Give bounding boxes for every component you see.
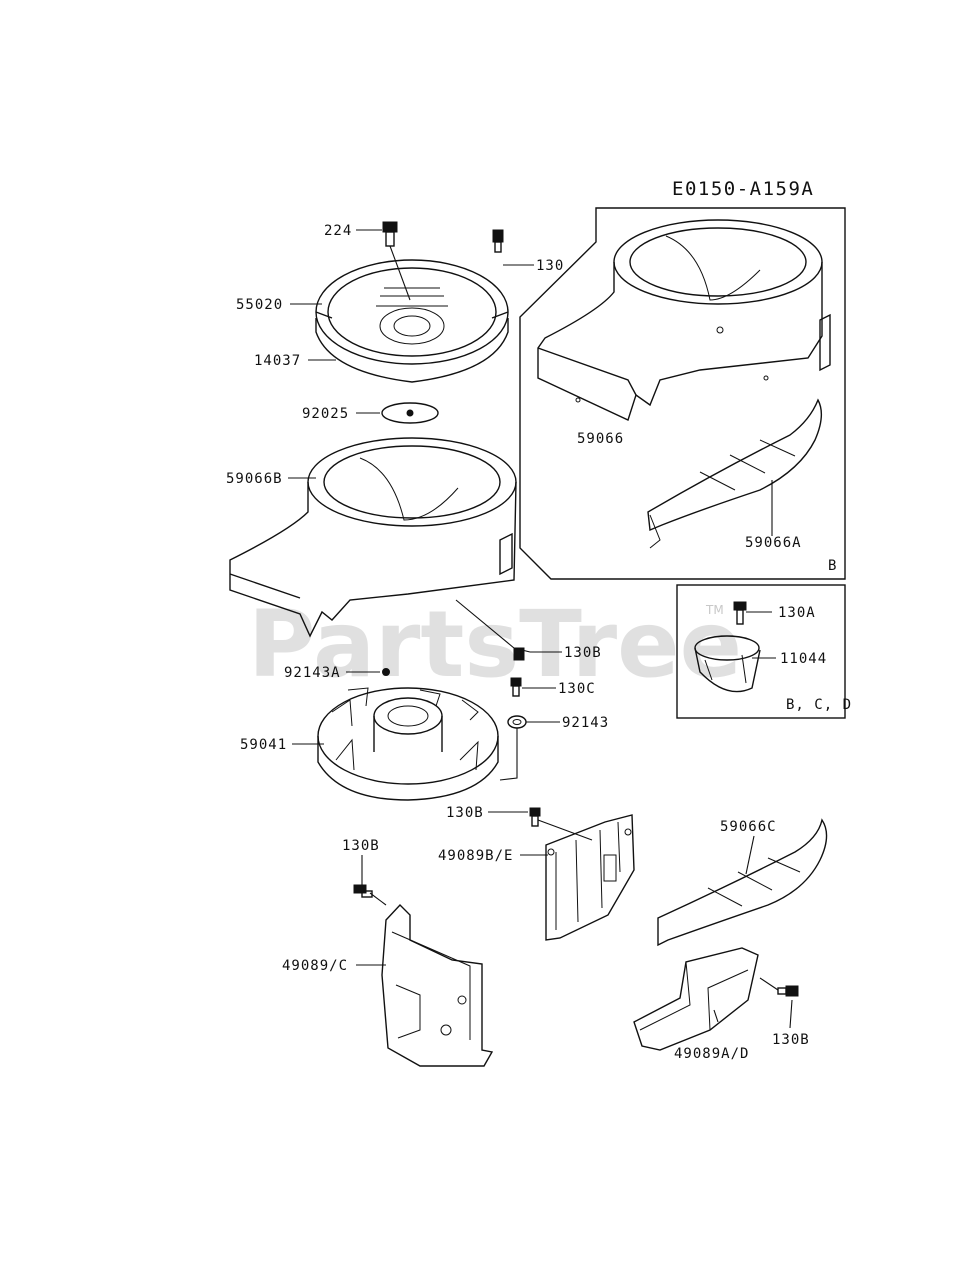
- label-130b-bracket: 130B: [446, 805, 484, 821]
- leader-lines: [288, 229, 793, 1029]
- part-labels: 224 130 55020 14037 92025 59066B 130B 92…: [226, 223, 827, 1062]
- bolt-130b-bracket-drawing: [529, 807, 541, 827]
- plate-92025-drawing: [381, 402, 439, 424]
- flywheel-59041-drawing: [317, 687, 499, 801]
- label-59066: 59066: [577, 431, 624, 447]
- label-130a: 130A: [778, 605, 816, 621]
- label-130: 130: [536, 258, 564, 274]
- label-130b-left: 130B: [342, 838, 380, 854]
- washer-92143-drawing: [507, 715, 527, 729]
- bolt-130c-drawing: [510, 677, 522, 697]
- watermark-text: PartsTree: [248, 591, 742, 698]
- inset-bcd-tag: B, C, D: [786, 697, 852, 713]
- label-59066b: 59066B: [226, 471, 283, 487]
- label-224: 224: [324, 223, 352, 239]
- bracket-49089be-drawing: [545, 814, 635, 941]
- bolt-224-drawing: [382, 221, 398, 247]
- label-59066c: 59066C: [720, 819, 777, 835]
- label-55020: 55020: [236, 297, 283, 313]
- shroud-59066b-drawing: [229, 437, 517, 638]
- label-49089c: 49089/C: [282, 958, 348, 974]
- bolt-130b-shroud-drawing: [513, 647, 525, 661]
- label-49089ad: 49089A/D: [674, 1046, 749, 1062]
- label-130b-right: 130B: [772, 1032, 810, 1048]
- inset-box-b: B: [519, 207, 846, 580]
- baffle-59066a-drawing: [647, 398, 823, 549]
- shroud-59066-drawing: [537, 219, 831, 421]
- bolt-130-drawing: [492, 229, 504, 253]
- inset-b-tag: B: [828, 558, 837, 574]
- inset-box-bcd: B, C, D: [676, 584, 852, 719]
- label-59041: 59041: [240, 737, 287, 753]
- label-130c: 130C: [558, 681, 596, 697]
- diagram-code: E0150-A159A: [672, 178, 814, 200]
- watermark-trademark: TM: [705, 603, 724, 617]
- washer-92143a-drawing: [382, 668, 390, 676]
- label-49089be: 49089B/E: [438, 848, 513, 864]
- cover-49089ad-drawing: [633, 947, 759, 1051]
- bolt-130b-left-drawing: [353, 884, 373, 898]
- label-130b-shroud: 130B: [564, 645, 602, 661]
- label-11044: 11044: [780, 651, 827, 667]
- housing-55020-14037-drawing: [315, 259, 509, 383]
- label-59066a: 59066A: [745, 535, 802, 551]
- label-92143: 92143: [562, 715, 609, 731]
- bolt-130b-right-drawing: [777, 985, 799, 997]
- label-14037: 14037: [254, 353, 301, 369]
- bracket-49089c-drawing: [381, 903, 494, 1067]
- bolt-130a-drawing: [733, 601, 747, 625]
- cup-11044-drawing: [694, 635, 761, 693]
- label-92143a: 92143A: [284, 665, 341, 681]
- baffle-59066c-drawing: [657, 818, 828, 947]
- label-92025: 92025: [302, 406, 349, 422]
